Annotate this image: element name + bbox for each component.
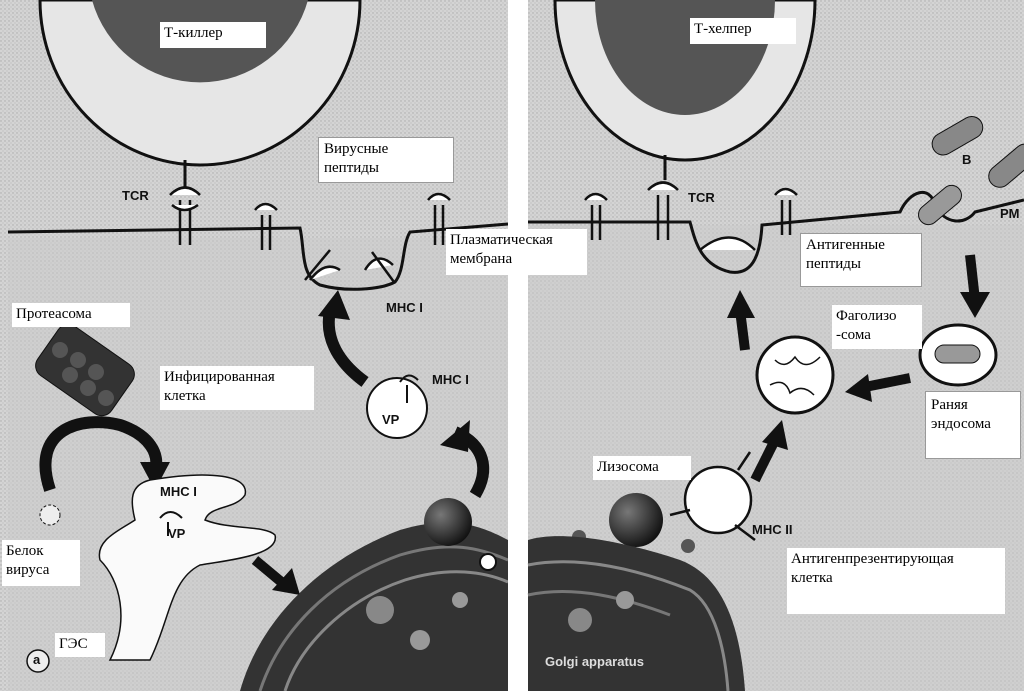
left-panel — [0, 0, 509, 691]
mhc-surface-left — [254, 192, 451, 283]
virus-protein-label: Белок вируса — [2, 540, 80, 586]
mhc1-vesicle-label: MHC I — [432, 372, 469, 387]
plasma-membrane-right — [528, 190, 1024, 274]
arrow-er-golgi — [251, 556, 289, 589]
vp-vesicle-label: VP — [382, 412, 400, 427]
mhc-surface-right — [584, 181, 798, 251]
mhc2-vesicle — [683, 465, 753, 535]
infected-cell-label: Инфицированная клетка — [160, 366, 314, 410]
plasma-membrane-label: Плазматическая мембрана — [446, 229, 587, 275]
proteasome-label: Протеасома — [12, 303, 130, 327]
lysosome — [609, 493, 663, 547]
vp-er-label: VP — [168, 526, 186, 541]
panel-a-label: a — [33, 652, 41, 667]
tcr-label-right: TCR — [688, 190, 715, 205]
bacteria — [918, 116, 1024, 226]
t-helper-label: Т-хелпер — [690, 18, 796, 44]
plasma-membrane-left — [7, 222, 509, 291]
golgi-left — [240, 522, 509, 691]
apc-label: Антигенпрезентирующая клетка — [787, 548, 1005, 614]
proteasome — [35, 323, 135, 417]
phagolysosome-label: Фаголизо -сома — [832, 305, 922, 349]
mhc1-er-label: MHC I — [160, 484, 197, 499]
mhc1-membrane-label: MHC I — [386, 300, 423, 315]
panel-a-marker — [26, 649, 50, 673]
t-killer-label: Т-киллер — [160, 22, 266, 48]
er-membrane — [98, 474, 276, 661]
pm-label: PM — [1000, 206, 1020, 221]
vp-vesicle-left — [366, 377, 428, 439]
tcr-label-left: TCR — [122, 188, 149, 203]
virus-protein-icon — [39, 504, 61, 526]
golgi-label: Golgi apparatus — [545, 654, 644, 669]
arrow-proteasome-er — [39, 416, 163, 492]
panel-divider — [508, 0, 528, 691]
er-label: ГЭС — [55, 633, 105, 657]
vesicle-dark-left — [424, 498, 472, 546]
viral-peptides-label: Вирусные пептиды — [318, 137, 454, 183]
lysosome-label: Лизосома — [593, 456, 691, 480]
bacteria-b-label: B — [962, 152, 972, 167]
golgi-right — [527, 536, 745, 691]
arrow-mhc2-phagolysosome — [750, 437, 780, 483]
antigen-peptides-label: Антигенные пептиды — [800, 233, 922, 287]
phagolysosome — [755, 335, 835, 415]
tcr-receptor-left — [169, 186, 201, 245]
mhc2-label: MHC II — [752, 522, 793, 537]
early-endosome-label: Раняя эндосома — [925, 391, 1021, 459]
arrow-vesicle-membrane — [322, 308, 369, 387]
